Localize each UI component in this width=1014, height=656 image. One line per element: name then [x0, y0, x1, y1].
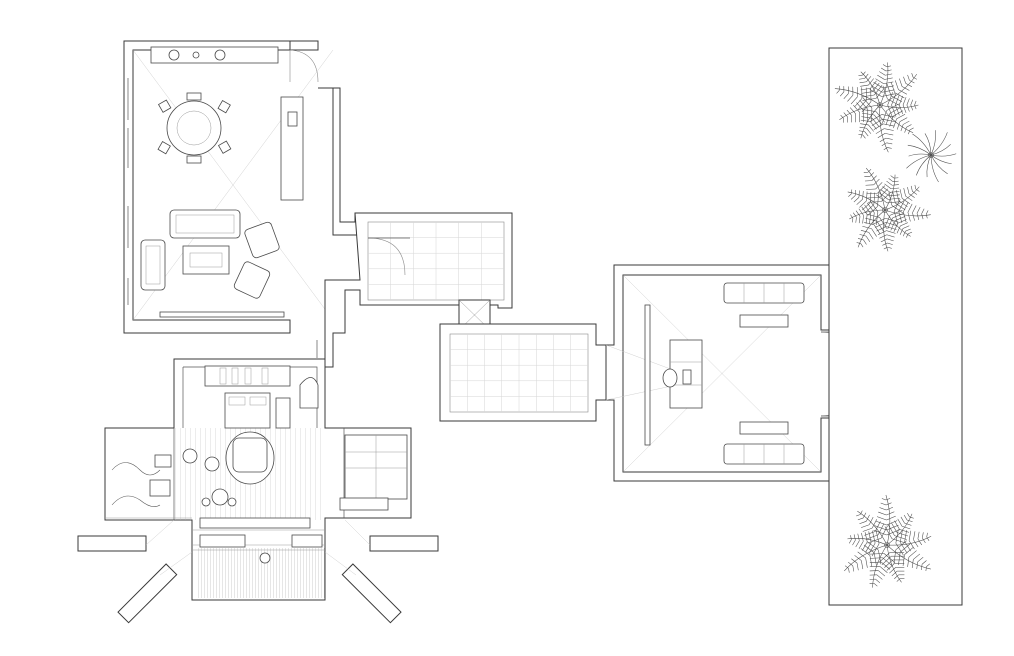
palm-tree: [847, 167, 931, 252]
palm-tree: [906, 130, 957, 183]
dining-table: [157, 92, 232, 164]
sideboard: [150, 46, 279, 64]
bed: [224, 392, 271, 429]
living-sofa-set: [140, 209, 280, 299]
south-courtyard: [439, 323, 615, 422]
north-courtyard: [316, 212, 513, 368]
living-wing: [123, 40, 361, 334]
palm-tree: [844, 494, 932, 588]
kitchen-counter: [280, 96, 304, 201]
planter: [828, 47, 963, 606]
bedroom-wing: [104, 358, 412, 601]
outdoor-benches: [77, 519, 439, 624]
palm-tree: [834, 62, 919, 153]
pavilion: [605, 264, 863, 482]
